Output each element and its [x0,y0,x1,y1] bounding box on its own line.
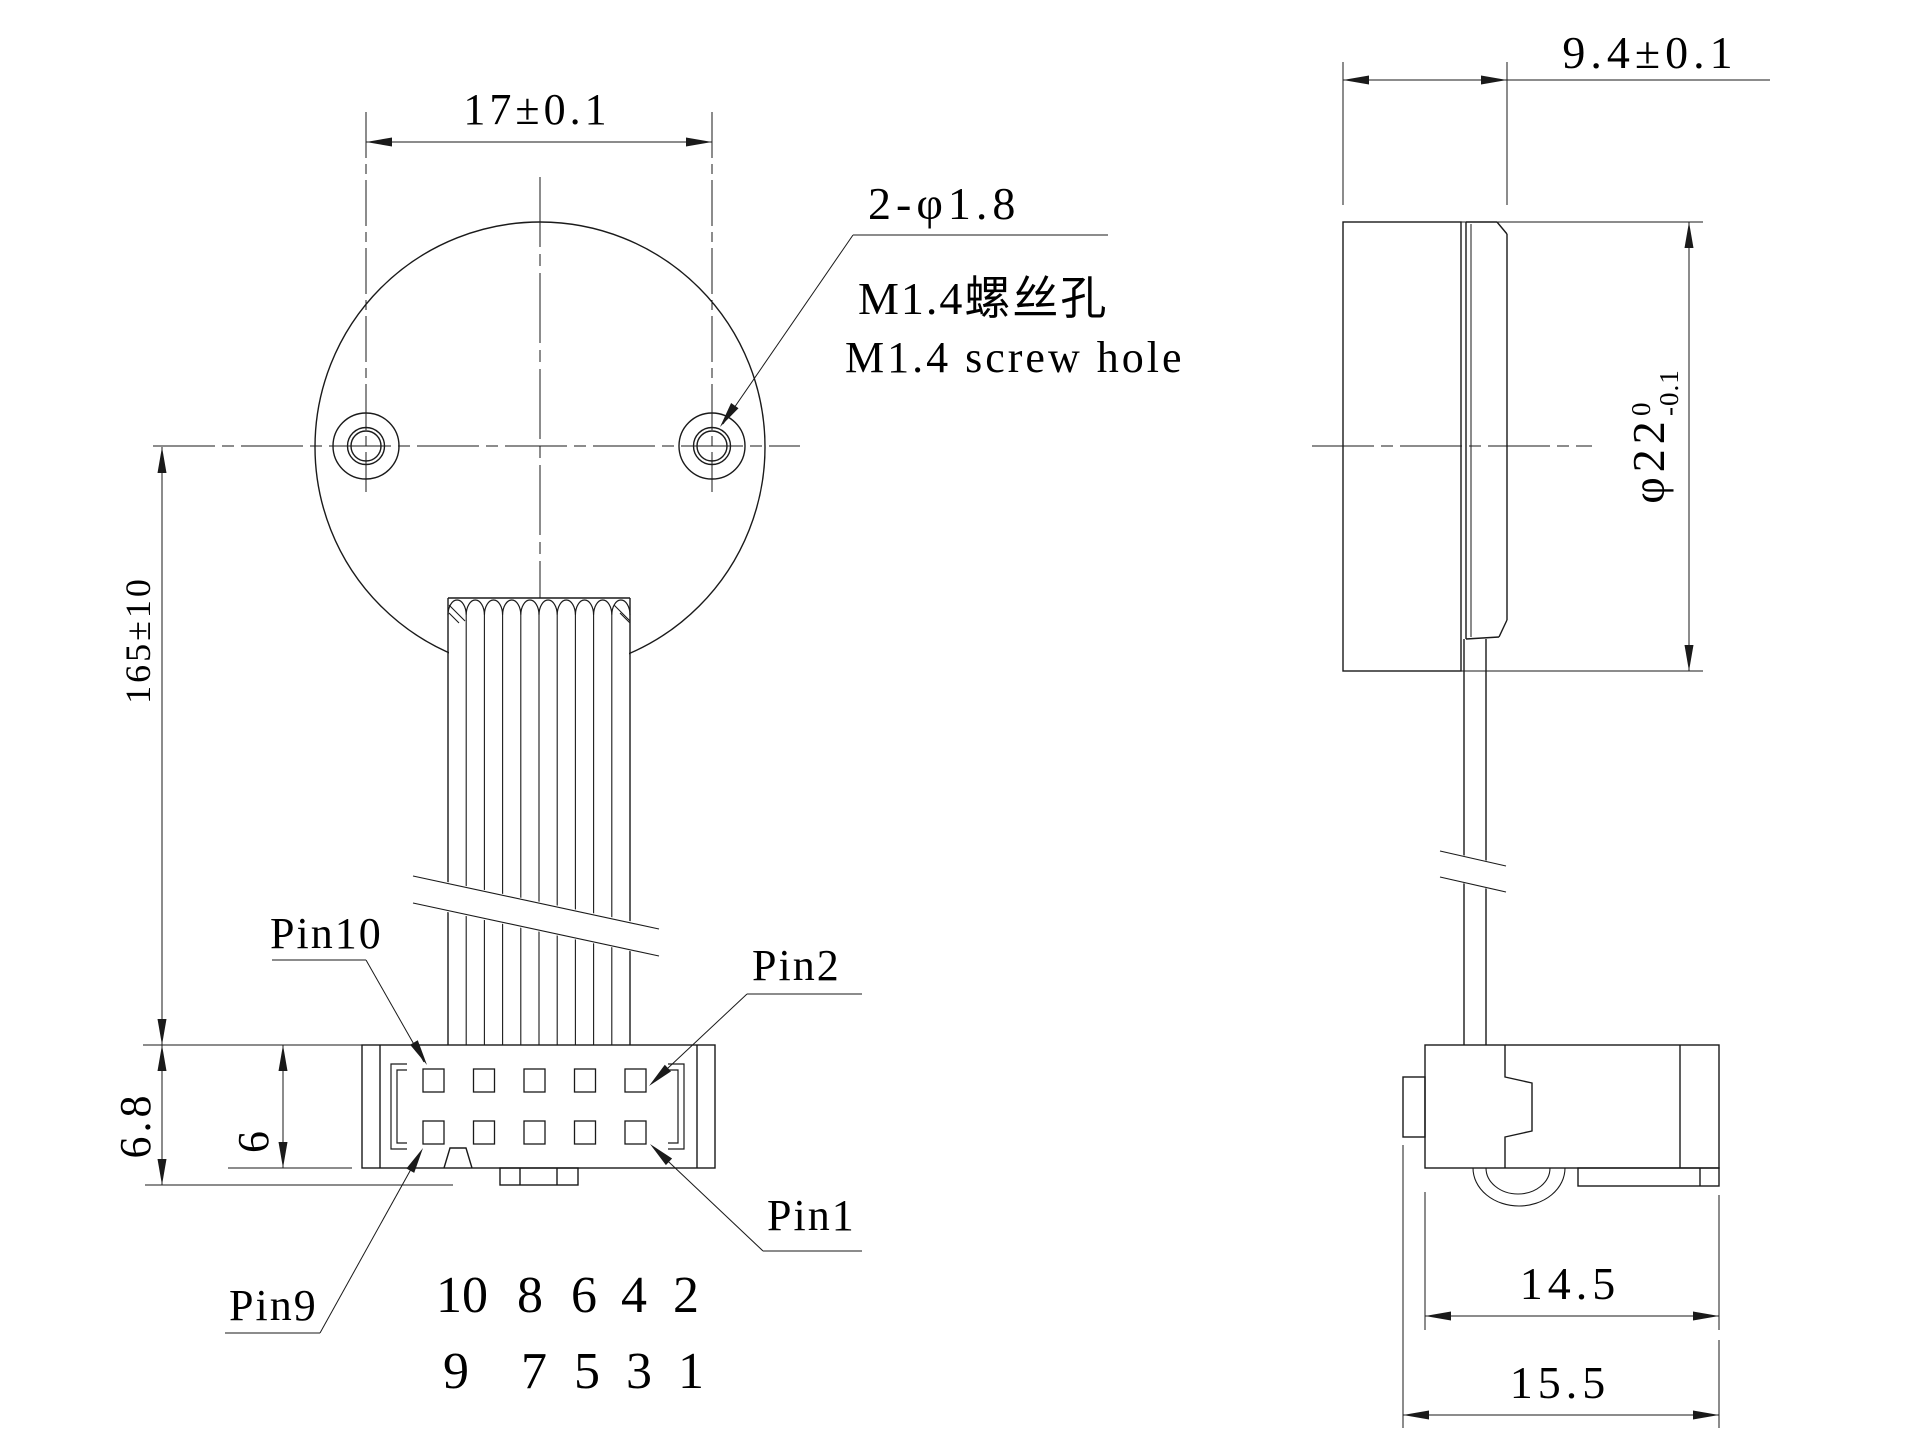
pin2-leader [649,993,862,1086]
connector-bump [443,1147,473,1169]
connector-bottom-plate [1577,1167,1720,1187]
screw-hole-left [332,412,400,480]
connector-side-tab [1402,1076,1426,1138]
front-view [143,112,1108,1334]
screw-hole-right [678,412,746,480]
dim-connector-total-width [1402,1145,1720,1428]
pin-number-row-bottom: 9 7 5 3 1 [443,1343,704,1400]
pin-number: 9 [443,1343,469,1400]
callout-text-en: M1.4 screw hole [845,333,1185,382]
left-bracket [390,1063,407,1150]
connector-side [1402,1044,1720,1207]
label-pin2: Pin2 [752,941,841,990]
pin-number: 2 [673,1267,699,1324]
cable-break-lines [410,874,662,958]
side-view [1312,62,1770,1428]
ribbon-cable [410,597,662,1045]
cable-edge-hatch [448,604,631,624]
pin1-leader [650,1144,862,1252]
screw-hole-callout-leader [720,234,1108,427]
dim-text-cable-length: 165±10 [118,576,158,704]
wire-loop-arc [1485,1167,1551,1195]
dim-text-14-5: 14.5 [1520,1258,1621,1309]
label-pin9: Pin9 [229,1281,318,1330]
right-bracket [668,1063,685,1150]
dim-text-diameter-main: φ22 [1623,416,1674,504]
pin-number: 8 [517,1267,543,1324]
pin10-leader [272,959,427,1065]
dim-text-6: 6 [229,1127,278,1153]
dim-body-width [1342,62,1770,205]
pin-number: 7 [521,1343,547,1400]
connector-tab [499,1167,579,1186]
dim-hole-spacing [366,137,712,147]
dim-text-body-width: 9.4±0.1 [1562,27,1737,78]
pin-number: 10 [436,1267,488,1324]
dim-diameter [1461,221,1703,672]
dim-text-diameter-tol-lower: -0.1 [1654,369,1684,416]
dim-cable-length [157,447,167,1045]
dim-connector-total-height [143,1044,453,1186]
connector-key-profile [1504,1045,1533,1168]
label-pin1: Pin1 [767,1191,856,1240]
dim-text-diameter: φ22 0 -0.1 [1623,369,1684,504]
dim-text-diameter-tol-upper: 0 [1626,402,1656,417]
centerlines-front [153,112,800,598]
pin-number: 4 [621,1267,647,1324]
pin-number: 1 [678,1343,704,1400]
wire-break-line [1439,850,1507,867]
callout-text-qty-dia: 2-φ1.8 [868,178,1020,229]
pin9-leader [225,1148,423,1334]
pin-number-row-top: 10 8 6 4 2 [436,1267,699,1324]
side-plate [1465,221,1508,640]
dim-connector-body-width [1424,1192,1720,1330]
pin-squares [422,1068,647,1145]
side-wire [1436,639,1510,1045]
pin-number: 5 [574,1343,600,1400]
wire-loop-arc [1472,1167,1566,1207]
dim-text-6-8: 6.8 [111,1092,160,1159]
dim-text-15-5: 15.5 [1510,1357,1611,1408]
cable-wires [465,615,613,1045]
pin-number: 3 [626,1343,652,1400]
callout-text-cn: M1.4螺丝孔 [858,273,1108,324]
dim-text-hole-spacing: 17±0.1 [463,85,610,134]
dim-connector-body-height [228,1045,352,1169]
label-pin10: Pin10 [270,909,383,958]
annotations: 17±0.1 165±10 6.8 6 2-φ1.8 M1.4螺丝孔 M1.4 … [111,27,1737,1408]
side-body [1342,221,1462,672]
connector-front [361,1044,716,1186]
wire-break-line [1439,876,1507,893]
pin-number: 6 [571,1267,597,1324]
